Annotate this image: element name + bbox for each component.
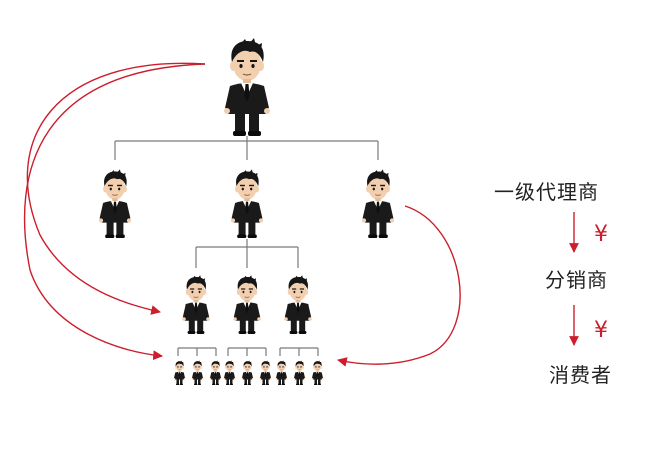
person-level2-left xyxy=(98,168,132,239)
connector-lines xyxy=(114,136,379,356)
label-distributor: 分销商 xyxy=(545,268,608,292)
person-level3-middle xyxy=(232,274,262,335)
arrow-top-to-level3 xyxy=(26,62,206,315)
red-arrows xyxy=(23,62,461,367)
label-first-level-agent: 一级代理商 xyxy=(494,180,599,204)
person-level4-group xyxy=(173,360,324,386)
person-level3-right xyxy=(283,274,313,335)
person-level1 xyxy=(223,37,271,137)
label-consumer: 消费者 xyxy=(549,363,612,387)
arrow-top-to-level4 xyxy=(23,63,206,361)
person-level2-middle xyxy=(230,168,264,239)
person-level2-right xyxy=(361,168,395,239)
arrow-right-to-level4 xyxy=(337,205,461,367)
currency-2: ¥ xyxy=(594,318,608,343)
person-level3-left xyxy=(181,274,211,335)
currency-1: ¥ xyxy=(594,222,608,247)
